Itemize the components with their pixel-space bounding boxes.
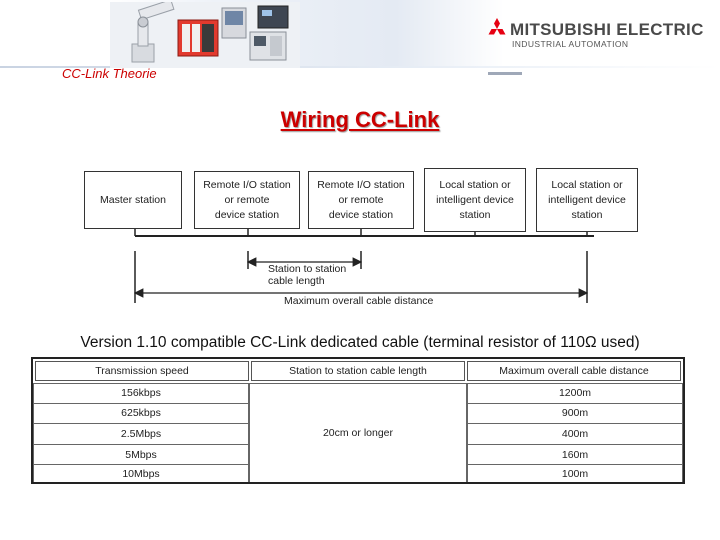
station-label-line: device station bbox=[214, 208, 280, 221]
local-station-box: Local station or intelligent device stat… bbox=[536, 168, 638, 232]
table-cell-station-length: 20cm or longer bbox=[249, 383, 467, 482]
brand-logo: MITSUBISHI ELECTRIC INDUSTRIAL AUTOMATIO… bbox=[486, 14, 716, 54]
remote-station-box: Remote I/O station or remote device stat… bbox=[194, 171, 300, 229]
station-label-line: Local station or bbox=[439, 178, 511, 191]
cable-lines bbox=[133, 229, 594, 303]
station-to-station-label: Station to station cable length bbox=[268, 263, 347, 287]
plc-module-icon bbox=[177, 19, 219, 57]
station-label-line: intelligent device bbox=[548, 193, 626, 206]
header-divider bbox=[0, 66, 720, 68]
table-cell-speed: 5Mbps bbox=[33, 444, 249, 466]
table-cell-distance: 1200m bbox=[467, 383, 683, 404]
remote-station-box: Remote I/O station or remote device stat… bbox=[308, 171, 414, 229]
cable-spec-heading: Version 1.10 compatible CC-Link dedicate… bbox=[80, 334, 640, 351]
robot-arm-icon bbox=[131, 2, 175, 63]
overall-distance-label: Maximum overall cable distance bbox=[284, 295, 434, 307]
table-cell-distance: 100m bbox=[467, 465, 683, 482]
station-label-line: Remote I/O station bbox=[203, 178, 291, 191]
table-cell-distance: 400m bbox=[467, 424, 683, 445]
station-label-line: Local station or bbox=[551, 178, 623, 191]
station-label-line: or remote bbox=[224, 193, 270, 206]
hmi-panel-icon bbox=[221, 7, 287, 61]
station-label-line: device station bbox=[328, 208, 394, 221]
section-title: CC-Link Theorie bbox=[62, 66, 157, 81]
slide-title: Wiring CC-Link bbox=[280, 107, 440, 132]
station-label: Master station bbox=[100, 193, 166, 206]
station-label-line: station bbox=[571, 208, 603, 221]
wiring-diagram: Master station Remote I/O station or rem… bbox=[78, 163, 658, 313]
table-cell-speed: 625kbps bbox=[33, 403, 249, 425]
table-cell-distance: 900m bbox=[467, 403, 683, 425]
station-label-line: intelligent device bbox=[436, 193, 514, 206]
local-station-box: Local station or intelligent device stat… bbox=[424, 168, 526, 232]
table-header: Station to station cable length bbox=[251, 361, 465, 381]
inverter-icon bbox=[257, 5, 289, 29]
table-cell-speed: 10Mbps bbox=[33, 465, 249, 482]
three-diamonds-icon bbox=[488, 18, 506, 35]
table-cell-speed: 156kbps bbox=[33, 383, 249, 404]
table-cell-distance: 160m bbox=[467, 444, 683, 466]
table-header: Maximum overall cable distance bbox=[467, 361, 681, 381]
station-label-line: station bbox=[459, 208, 491, 221]
station-label-line: or remote bbox=[338, 193, 384, 206]
master-station-box: Master station bbox=[84, 171, 182, 229]
product-image bbox=[110, 2, 300, 68]
brand-name: MITSUBISHI ELECTRIC bbox=[510, 20, 704, 39]
table-cell-speed: 2.5Mbps bbox=[33, 424, 249, 445]
spec-table: Transmission speed Station to station ca… bbox=[31, 357, 685, 484]
table-header: Transmission speed bbox=[35, 361, 249, 381]
brand-underline bbox=[488, 72, 522, 75]
station-label-line: Remote I/O station bbox=[317, 178, 405, 191]
brand-subtitle: INDUSTRIAL AUTOMATION bbox=[512, 39, 629, 49]
